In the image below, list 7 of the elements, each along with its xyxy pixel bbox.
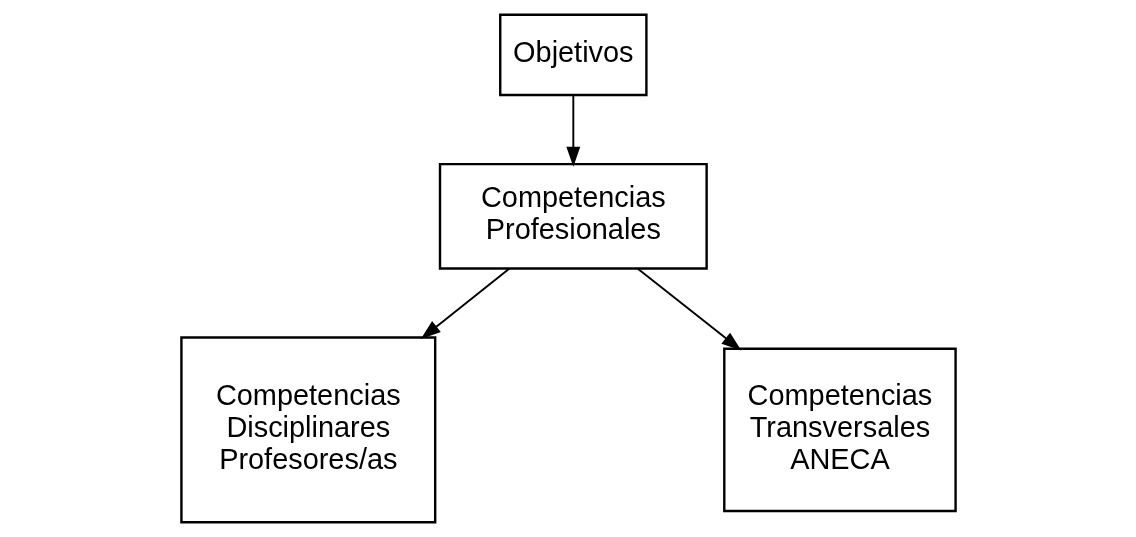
- arrow: [636, 267, 741, 351]
- arrow: [565, 94, 580, 167]
- node-box: Competencias Transversales ANECA: [722, 347, 957, 513]
- node-box: Objetivos: [498, 13, 648, 97]
- arrow: [420, 267, 510, 339]
- node-box: Competencias Profesionales: [438, 162, 708, 270]
- node-box: Competencias Disciplinares Profesores/as: [179, 336, 436, 524]
